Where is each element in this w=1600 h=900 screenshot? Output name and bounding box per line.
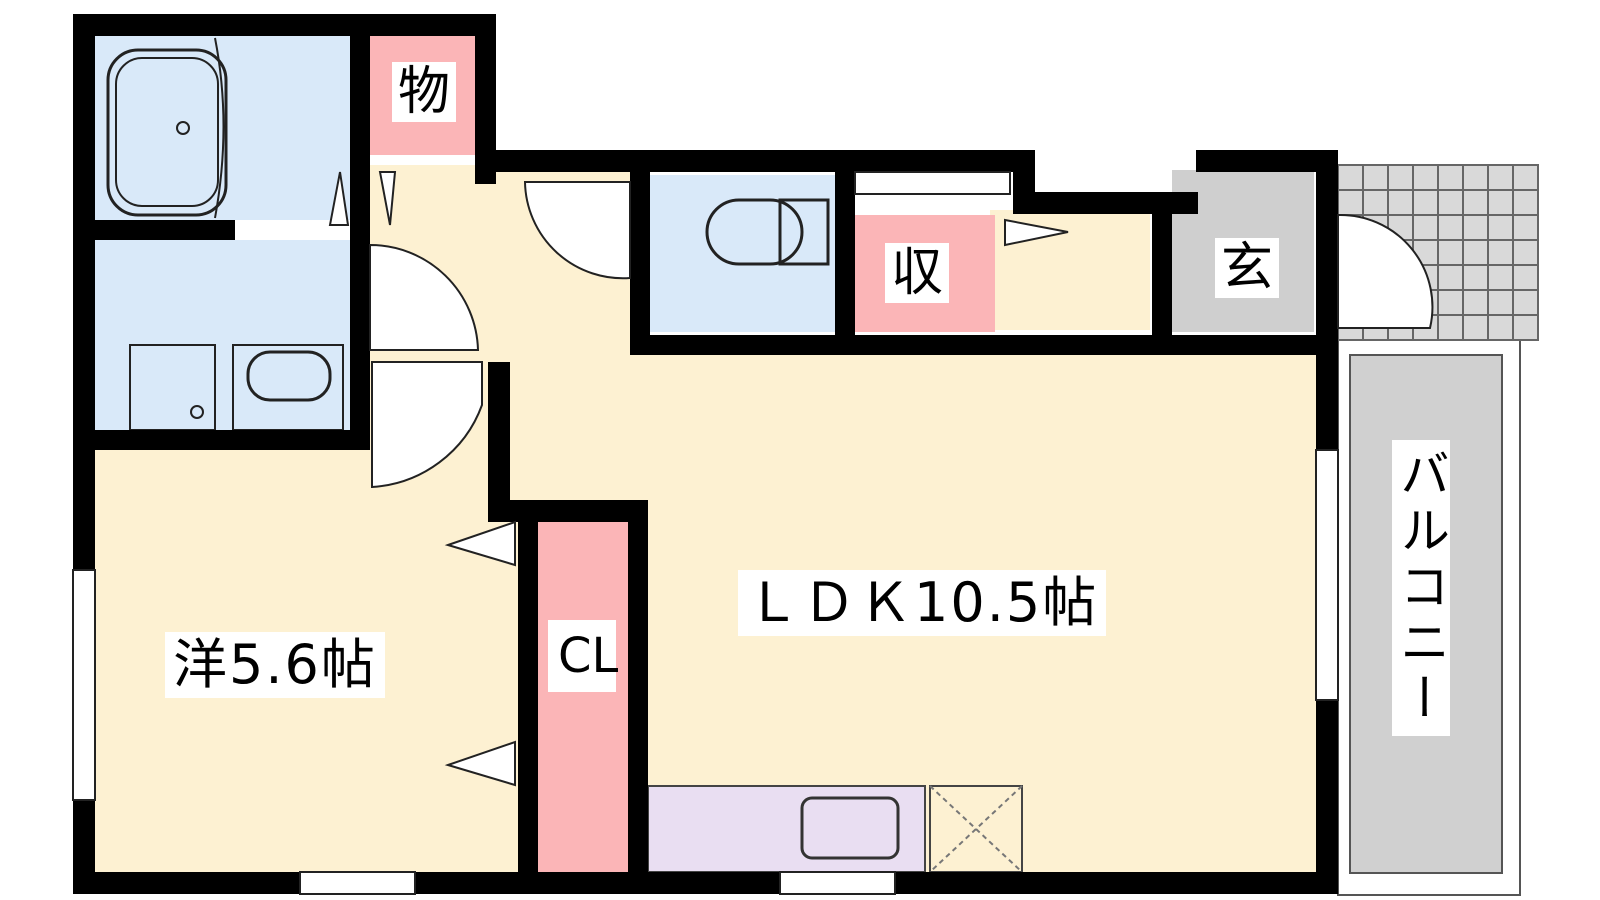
- storage-mid-label: 収: [885, 243, 950, 303]
- bathtub-drain: [176, 121, 190, 135]
- windows: [72, 171, 1339, 895]
- door-swings: [328, 171, 1434, 787]
- closet-floor: [538, 522, 628, 872]
- toilet-tank: [778, 198, 830, 266]
- bathtub: [106, 48, 228, 217]
- toilet-bowl: [705, 198, 804, 266]
- stove-mark-1: [929, 785, 1023, 873]
- bath-curve: [214, 37, 225, 219]
- washbasin-bowl: [246, 350, 332, 402]
- closet-label: CL: [548, 620, 618, 692]
- stove-mark-2: [929, 785, 1023, 873]
- sink: [800, 796, 900, 860]
- ldk-label: ＬＤＫ10.5帖: [738, 570, 1107, 636]
- bathtub-inner: [115, 57, 219, 207]
- storage-top-label: 物: [392, 62, 457, 122]
- entrance-label: 玄: [1215, 238, 1280, 298]
- balcony-label: バルコニー: [1392, 440, 1450, 736]
- western-room-label: 洋5.6帖: [165, 632, 385, 698]
- washing-machine: [129, 344, 216, 431]
- washer-knob: [190, 405, 204, 419]
